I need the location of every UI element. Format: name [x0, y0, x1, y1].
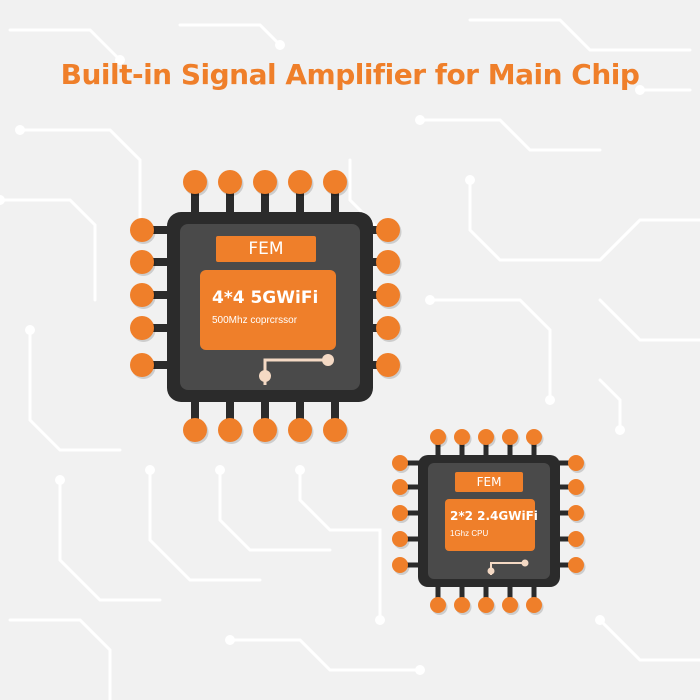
pin-pad — [130, 353, 154, 377]
chip-title: 4*4 5GWiFi — [212, 288, 319, 308]
pin-pad — [323, 418, 347, 442]
pin-pad — [183, 170, 207, 194]
headline: Built-in Signal Amplifier for Main Chip — [60, 58, 640, 91]
pin-pad — [183, 418, 207, 442]
pin-pad — [218, 418, 242, 442]
pin-pad — [568, 455, 584, 471]
pin-pad — [478, 429, 494, 445]
pin-pad — [376, 283, 400, 307]
pin-pad — [392, 479, 408, 495]
chip-5g-graphic — [130, 170, 402, 444]
pin-pad — [392, 455, 408, 471]
pin-pad — [218, 170, 242, 194]
pin-pad — [568, 505, 584, 521]
pin-pad — [478, 597, 494, 613]
chip-title: 2*2 2.4GWiFi — [450, 509, 538, 523]
fem-label: FEM — [476, 475, 502, 489]
pin-pad — [130, 283, 154, 307]
pin-pad — [568, 531, 584, 547]
pin-pad — [430, 429, 446, 445]
pin-pad — [130, 250, 154, 274]
pin-pad — [130, 316, 154, 340]
pin-pad — [288, 170, 312, 194]
pin-pad — [454, 429, 470, 445]
pin-pad — [568, 479, 584, 495]
pin-pad — [502, 429, 518, 445]
trace-icon — [259, 354, 334, 385]
pin-pad — [376, 218, 400, 242]
pin-pad — [392, 505, 408, 521]
pin-pad — [130, 218, 154, 242]
pin-pad — [376, 316, 400, 340]
pin-pad — [430, 597, 446, 613]
pin-pad — [376, 353, 400, 377]
pin-pad — [376, 250, 400, 274]
chip-2g: FEM 2*2 2.4GWiFi 1Ghz CPU — [388, 425, 590, 620]
pin-pad — [323, 170, 347, 194]
pin-pad — [253, 170, 277, 194]
chip-2g-graphic — [392, 429, 586, 615]
chip-subtitle: 500Mhz coprcrssor — [212, 315, 298, 326]
pin-pad — [392, 531, 408, 547]
pin-pad — [392, 557, 408, 573]
fem-label: FEM — [248, 239, 284, 259]
chip-subtitle: 1Ghz CPU — [450, 529, 489, 538]
pin-pad — [454, 597, 470, 613]
pin-pad — [502, 597, 518, 613]
pin-pad — [568, 557, 584, 573]
pin-pad — [253, 418, 277, 442]
pin-pad — [526, 429, 542, 445]
trace-icon — [487, 559, 529, 575]
pin-pad — [526, 597, 542, 613]
chip-5g: FEM 4*4 5GWiFi 500Mhz coprcrssor — [120, 160, 420, 450]
pin-pad — [288, 418, 312, 442]
